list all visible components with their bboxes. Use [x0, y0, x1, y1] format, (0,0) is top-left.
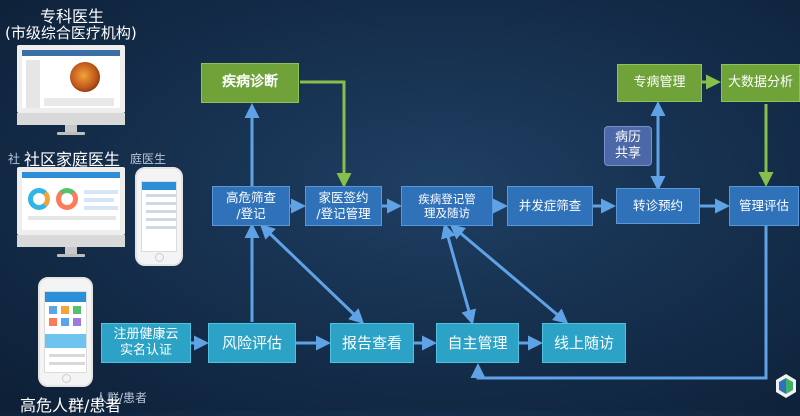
- line-1: 注册健康云: [113, 326, 179, 342]
- specialist-imac: [17, 45, 125, 135]
- node-register-cloud[interactable]: 注册健康云 实名认证: [101, 323, 191, 363]
- community-title: 社区家庭医生: [24, 150, 121, 169]
- node-disease-diagnosis-label: 疾病诊断: [222, 74, 278, 91]
- line-2: 理及随访: [424, 206, 470, 220]
- line-2: /登记: [236, 206, 266, 221]
- line-2: 实名认证: [119, 343, 172, 358]
- node-high-risk-screening[interactable]: 高危筛查 /登记: [212, 186, 290, 226]
- line-1: 家医签约: [318, 190, 369, 206]
- node-online-followup-label: 线上随访: [553, 333, 614, 352]
- community-imac: [17, 167, 125, 257]
- node-complication-screening-label: 并发症筛查: [518, 198, 582, 214]
- node-family-contract-label: 家医签约 /登记管理: [316, 190, 370, 221]
- node-specialty-management[interactable]: 专病管理: [617, 64, 702, 102]
- node-complication-screening[interactable]: 并发症筛查: [507, 186, 593, 226]
- patients-ghost: 人群/患者: [95, 391, 148, 405]
- node-report-view[interactable]: 报告查看: [330, 323, 414, 363]
- arrow-screen-report: [259, 223, 365, 325]
- node-report-view-label: 报告查看: [341, 333, 402, 352]
- line-1: 高危筛查: [225, 190, 276, 206]
- node-management-evaluation[interactable]: 管理评估: [729, 186, 799, 226]
- node-online-followup[interactable]: 线上随访: [542, 323, 626, 363]
- community-ghost-right: 庭医生: [130, 152, 167, 166]
- node-self-management[interactable]: 自主管理: [436, 323, 519, 363]
- node-self-management-label: 自主管理: [447, 333, 508, 352]
- specialist-title: 专科医生: [40, 7, 105, 26]
- node-register-cloud-label: 注册健康云 实名认证: [113, 327, 178, 360]
- arrow-evaluation-to-self: [470, 226, 768, 380]
- community-smartphone: [135, 167, 183, 266]
- node-disease-registration-label: 疾病登记管 理及随访: [418, 192, 476, 221]
- patients-title: 高危人群/患者: [20, 396, 122, 415]
- node-big-data-analysis[interactable]: 大数据分析: [721, 64, 800, 102]
- node-management-evaluation-label: 管理评估: [738, 198, 789, 214]
- line-2: 共享: [614, 146, 641, 161]
- node-risk-assessment[interactable]: 风险评估: [208, 323, 296, 363]
- node-risk-assessment-label: 风险评估: [221, 333, 282, 352]
- node-family-contract[interactable]: 家医签约 /登记管理: [305, 186, 382, 226]
- line-2: /登记管理: [316, 206, 371, 221]
- community-ghost-left: 社: [8, 152, 21, 166]
- node-big-data-analysis-label: 大数据分析: [727, 74, 793, 90]
- node-referral-booking-label: 转诊预约: [632, 198, 683, 214]
- node-specialty-management-label: 专病管理: [633, 74, 686, 90]
- node-disease-registration[interactable]: 疾病登记管 理及随访: [401, 186, 493, 226]
- arrow-registration-online: [449, 224, 569, 324]
- node-disease-diagnosis[interactable]: 疾病诊断: [201, 63, 299, 103]
- cube-logo-icon: [776, 374, 796, 398]
- node-referral-booking[interactable]: 转诊预约: [616, 188, 700, 224]
- line-1: 疾病登记管: [418, 191, 476, 206]
- node-record-sharing-label: 病历 共享: [615, 130, 641, 163]
- node-high-risk-screening-label: 高危筛查 /登记: [226, 190, 276, 221]
- arrow-diagnosis-to-contract: [300, 80, 352, 188]
- specialist-subtitle: (市级综合医疗机构): [5, 24, 137, 42]
- line-1: 病历: [614, 129, 641, 145]
- node-record-sharing[interactable]: 病历 共享: [604, 126, 652, 166]
- patient-smartphone: [38, 277, 93, 387]
